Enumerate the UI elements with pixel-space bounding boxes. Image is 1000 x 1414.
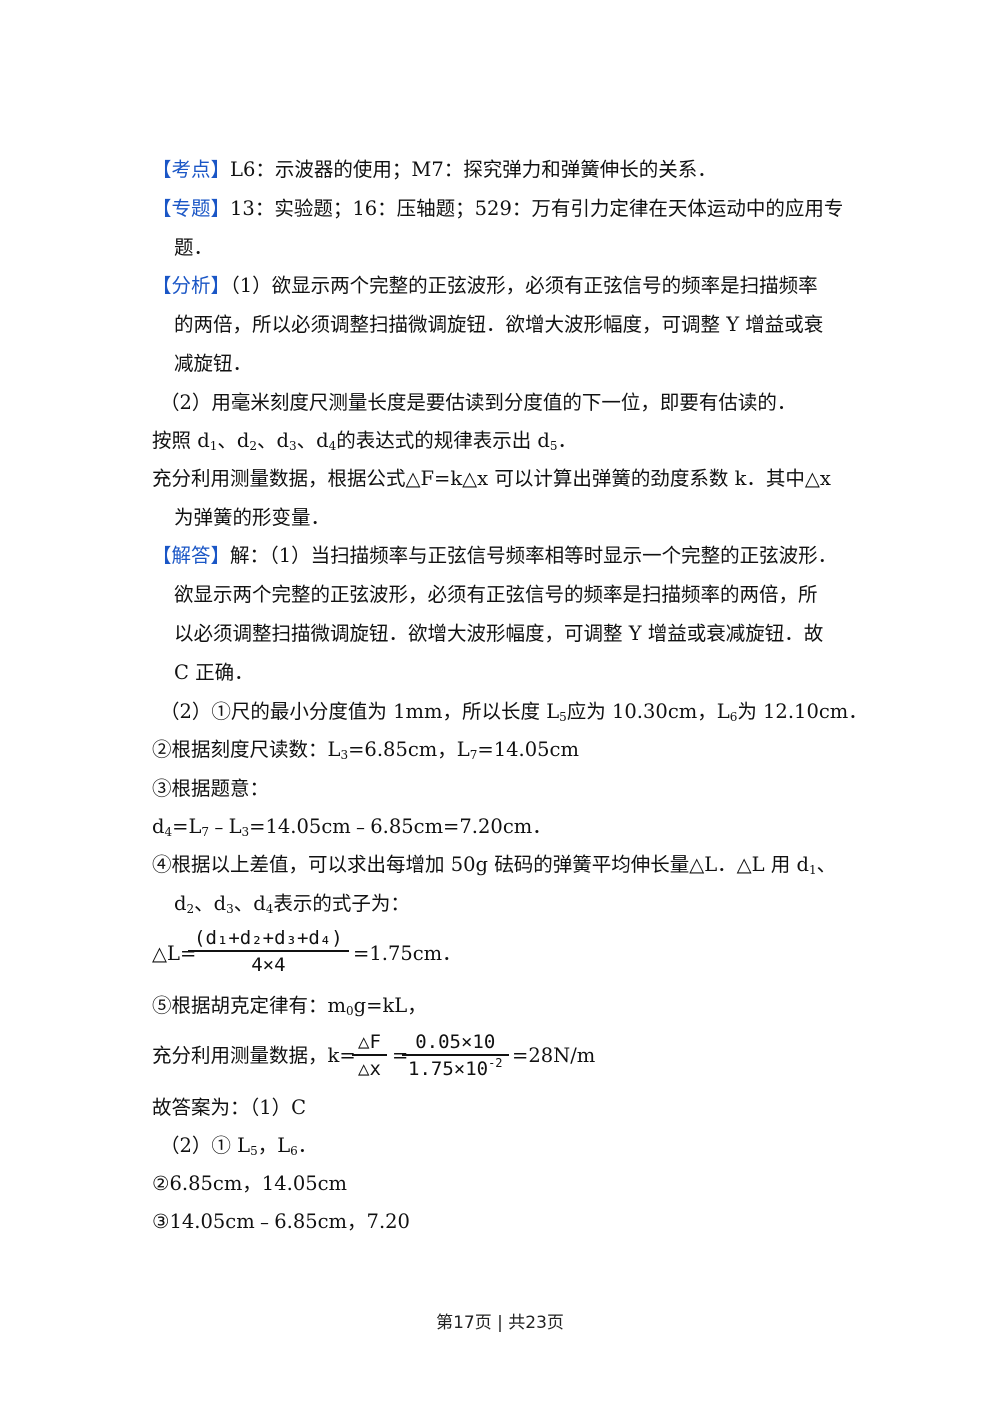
formula2a-denominator: △x xyxy=(358,1057,381,1080)
answer-line-2: （2）① L5，L6． xyxy=(160,1132,317,1160)
subscript: 6 xyxy=(729,710,738,724)
text-segment: ⑤根据胡克定律有：m xyxy=(152,994,346,1017)
subscript: 4 xyxy=(328,439,337,453)
fenxi-line-2: 的两倍，所以必须调整扫描微调旋钮．欲增大波形幅度，可调整 Y 增益或衰 xyxy=(174,313,824,336)
text-segment: 、d xyxy=(194,892,227,915)
fenxi-text-1: （1）欲显示两个完整的正弦波形，必须有正弦信号的频率是扫描频率 xyxy=(230,274,818,297)
subscript: 5 xyxy=(250,1144,258,1158)
text-segment: =14.05cm xyxy=(477,738,579,761)
formula2-fraction-a: △F △x xyxy=(352,1030,387,1082)
subscript: 5 xyxy=(559,710,567,724)
formula2b-numerator: 0.05×10 xyxy=(415,1031,496,1053)
kaodian-line: 【考点】L6：示波器的使用；M7：探究弹力和弹簧伸长的关系． xyxy=(152,156,717,184)
text-segment: =14.05cm﹣6.85cm=7.20cm． xyxy=(249,815,552,838)
jieda-line-5: （2）①尺的最小分度值为 1mm，所以长度 L5应为 10.30cm，L6为 1… xyxy=(160,698,868,726)
fraction-bar xyxy=(188,950,349,952)
text-segment: （2）①尺的最小分度值为 1mm，所以长度 L xyxy=(160,700,560,723)
subscript: 1 xyxy=(808,863,817,877)
text-segment: ． xyxy=(297,1134,318,1157)
kaodian-tag: 【考点】 xyxy=(152,158,231,181)
text-segment: 应为 10.30cm，L xyxy=(566,700,730,723)
subscript: 3 xyxy=(288,439,297,453)
zhuanti-line: 【专题】13：实验题；16：压轴题；529：万有引力定律在天体运动中的应用专 xyxy=(152,195,843,223)
page-footer: 第17页 | 共23页 xyxy=(436,1313,564,1333)
formula2-lhs: 充分利用测量数据，k= xyxy=(152,1044,356,1067)
text-segment: 1.75×10 xyxy=(408,1057,489,1080)
subscript: 4 xyxy=(265,902,274,916)
subscript: 5 xyxy=(549,439,558,453)
fenxi-line-6: 充分利用测量数据，根据公式△F=k△x 可以计算出弹簧的劲度系数 k．其中△x xyxy=(152,467,831,490)
text-segment: 的表达式的规律表示出 d xyxy=(336,429,550,452)
subscript: 0 xyxy=(346,1004,354,1018)
text-segment: ②根据刻度尺读数：L xyxy=(152,738,341,761)
text-segment: 、d xyxy=(233,892,266,915)
formula1-denominator: 4×4 xyxy=(251,953,286,976)
text-segment: 为 12.10cm． xyxy=(737,700,868,723)
text-segment: ，L xyxy=(257,1134,291,1157)
text-segment: 、d xyxy=(217,429,250,452)
zhuanti-text-1: 13：实验题；16：压轴题；529：万有引力定律在天体运动中的应用专 xyxy=(230,197,844,220)
subscript: 1 xyxy=(209,439,218,453)
formula2-fraction-b: 0.05×10 1.75×10-2 xyxy=(402,1030,509,1082)
formula1-lhs: △L= xyxy=(152,942,197,965)
text-segment: 、 xyxy=(816,853,837,876)
jieda-line-10: d2、d3、d4表示的式子为： xyxy=(174,890,410,918)
jieda-line-2: 欲显示两个完整的正弦波形，必须有正弦信号的频率是扫描频率的两倍，所 xyxy=(174,583,818,606)
text-segment: g=kL， xyxy=(353,994,427,1017)
text-segment: 、d xyxy=(296,429,329,452)
text-segment: 按照 d xyxy=(152,429,210,452)
fenxi-line-4: （2）用毫米刻度尺测量长度是要估读到分度值的下一位，即要有估读的． xyxy=(160,391,797,414)
superscript: -2 xyxy=(488,1055,503,1070)
text-segment: 、d xyxy=(256,429,289,452)
subscript: 3 xyxy=(241,825,250,839)
fenxi-line-5: 按照 d1、d2、d3、d4的表达式的规律表示出 d5． xyxy=(152,427,577,455)
formula2b-denominator: 1.75×10-2 xyxy=(402,1056,509,1082)
jieda-line-12: ⑤根据胡克定律有：m0g=kL， xyxy=(152,992,427,1020)
subscript: 7 xyxy=(469,748,478,762)
text-segment: 表示的式子为： xyxy=(273,892,410,915)
formula1-rhs: =1.75cm． xyxy=(353,942,462,965)
subscript: 2 xyxy=(249,439,257,453)
subscript: 3 xyxy=(340,748,349,762)
fenxi-line-3: 减旋钮． xyxy=(174,352,253,375)
jieda-line-9: ④根据以上差值，可以求出每增加 50g 砝码的弹簧平均伸长量△L．△L 用 d1… xyxy=(152,851,836,879)
text-segment: d xyxy=(152,815,165,838)
jieda-line-1: 【解答】解：（1）当扫描频率与正弦信号频率相等时显示一个完整的正弦波形． xyxy=(152,542,837,570)
text-segment: d xyxy=(174,892,187,915)
text-segment: ④根据以上差值，可以求出每增加 50g 砝码的弹簧平均伸长量△L．△L 用 d xyxy=(152,853,809,876)
kaodian-text: L6：示波器的使用；M7：探究弹力和弹簧伸长的关系． xyxy=(230,158,717,181)
fenxi-line-1: 【分析】（1）欲显示两个完整的正弦波形，必须有正弦信号的频率是扫描频率 xyxy=(152,272,818,300)
jieda-line-3: 以必须调整扫描微调旋钮．欲增大波形幅度，可调整 Y 增益或衰减旋钮．故 xyxy=(174,622,824,645)
formula2a-numerator: △F xyxy=(358,1031,381,1053)
formula1-numerator: (d₁+d₂+d₃+d₄) xyxy=(194,927,343,949)
subscript: 4 xyxy=(164,825,173,839)
text-segment: =L xyxy=(172,815,202,838)
fraction-bar xyxy=(402,1054,509,1056)
text-segment: =6.85cm，L xyxy=(348,738,470,761)
jieda-line-7: ③根据题意： xyxy=(152,777,270,800)
formula1-fraction: (d₁+d₂+d₃+d₄) 4×4 xyxy=(188,926,349,978)
text-segment: （2）① L xyxy=(160,1134,251,1157)
fenxi-line-7: 为弹簧的形变量． xyxy=(174,506,331,529)
subscript: 7 xyxy=(201,825,210,839)
fraction-bar xyxy=(352,1054,387,1056)
jieda-tag: 【解答】 xyxy=(152,544,231,567)
zhuanti-tag: 【专题】 xyxy=(152,197,231,220)
jieda-line-8: d4=L7﹣L3=14.05cm﹣6.85cm=7.20cm． xyxy=(152,813,552,841)
subscript: 2 xyxy=(186,902,195,916)
text-segment: ． xyxy=(557,429,578,452)
answer-line-1: 故答案为：（1）C xyxy=(152,1096,307,1119)
jieda-line-6: ②根据刻度尺读数：L3=6.85cm，L7=14.05cm xyxy=(152,736,579,764)
answer-line-3: ②6.85cm，14.05cm xyxy=(152,1172,348,1195)
formula2-rhs: =28N/m xyxy=(512,1044,596,1067)
text-segment: ﹣L xyxy=(209,815,242,838)
formula2-equals: = xyxy=(392,1044,409,1067)
subscript: 6 xyxy=(290,1144,298,1158)
jieda-line-4: C 正确． xyxy=(174,661,254,684)
subscript: 3 xyxy=(226,902,234,916)
fenxi-tag: 【分析】 xyxy=(152,274,231,297)
answer-line-4: ③14.05cm﹣6.85cm，7.20 xyxy=(152,1210,410,1233)
zhuanti-text-2: 题． xyxy=(174,236,214,259)
jieda-text-1: 解：（1）当扫描频率与正弦信号频率相等时显示一个完整的正弦波形． xyxy=(230,544,838,567)
